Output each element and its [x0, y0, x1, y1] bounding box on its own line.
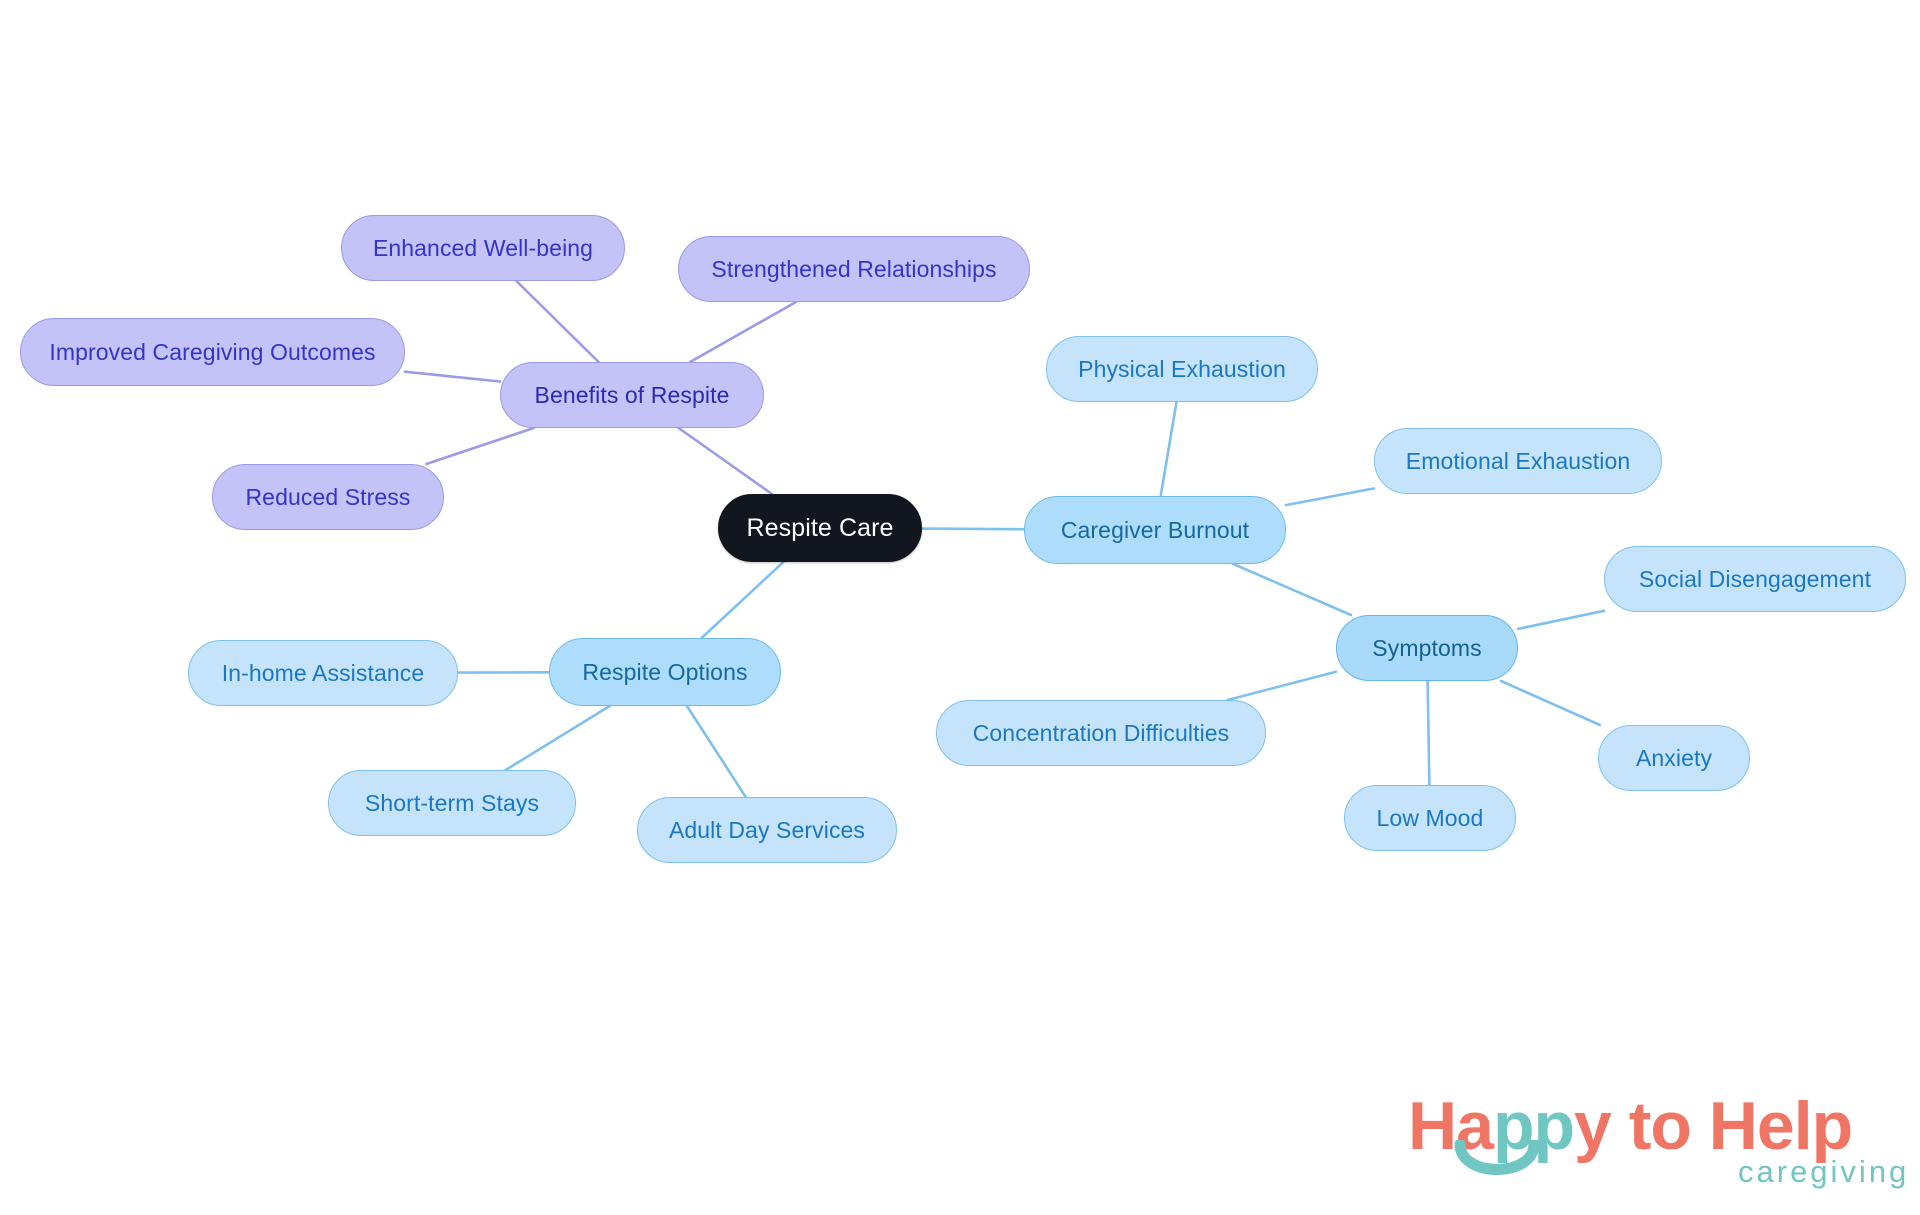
- node-social-disengagement[interactable]: Social Disengagement: [1604, 546, 1906, 612]
- logo-text-part1: Ha: [1408, 1088, 1494, 1164]
- edge-respite-care-to-benefits-of-respite: [677, 426, 774, 496]
- node-adult-day-services[interactable]: Adult Day Services: [637, 797, 897, 863]
- edge-caregiver-burnout-to-physical-exhaustion: [1159, 400, 1178, 498]
- edge-caregiver-burnout-to-symptoms: [1232, 562, 1353, 617]
- edge-symptoms-to-anxiety: [1499, 679, 1602, 727]
- edge-respite-care-to-caregiver-burnout: [920, 527, 1026, 531]
- node-label: Anxiety: [1635, 744, 1713, 771]
- node-label: Social Disengagement: [1638, 565, 1872, 592]
- brand-logo: Happy to Help caregiving: [1408, 1092, 1908, 1210]
- edge-symptoms-to-concentration-difficulties: [1226, 670, 1338, 702]
- node-physical-exhaustion[interactable]: Physical Exhaustion: [1046, 336, 1318, 402]
- logo-text-part3: y to Help: [1574, 1088, 1853, 1164]
- node-label: Symptoms: [1372, 634, 1482, 661]
- node-respite-options[interactable]: Respite Options: [549, 638, 781, 706]
- edge-respite-options-to-adult-day-services: [685, 704, 748, 799]
- node-benefits-of-respite[interactable]: Benefits of Respite: [500, 362, 764, 428]
- node-label: Caregiver Burnout: [1060, 516, 1250, 543]
- node-respite-care[interactable]: Respite Care: [718, 494, 922, 562]
- node-label: Short-term Stays: [364, 789, 540, 816]
- node-anxiety[interactable]: Anxiety: [1598, 725, 1750, 791]
- node-symptoms[interactable]: Symptoms: [1336, 615, 1518, 681]
- node-label: Benefits of Respite: [534, 381, 730, 408]
- node-label: Strengthened Relationships: [711, 255, 997, 282]
- edge-benefits-of-respite-to-reduced-stress: [425, 426, 535, 466]
- node-short-term-stays[interactable]: Short-term Stays: [328, 770, 576, 836]
- node-strengthened-relationships[interactable]: Strengthened Relationships: [678, 236, 1030, 302]
- node-label: In-home Assistance: [221, 659, 425, 686]
- node-improved-caregiving-outcomes[interactable]: Improved Caregiving Outcomes: [20, 318, 405, 386]
- node-reduced-stress[interactable]: Reduced Stress: [212, 464, 444, 530]
- node-label: Adult Day Services: [668, 816, 866, 843]
- edge-caregiver-burnout-to-emotional-exhaustion: [1284, 487, 1376, 507]
- node-label: Improved Caregiving Outcomes: [49, 338, 376, 365]
- edge-benefits-of-respite-to-enhanced-well-being: [515, 279, 600, 364]
- node-concentration-difficulties[interactable]: Concentration Difficulties: [936, 700, 1266, 766]
- edge-respite-options-to-short-term-stays: [504, 704, 612, 772]
- node-label: Enhanced Well-being: [372, 234, 594, 261]
- edge-symptoms-to-social-disengagement: [1516, 609, 1606, 631]
- node-label: Physical Exhaustion: [1078, 355, 1286, 382]
- node-low-mood[interactable]: Low Mood: [1344, 785, 1516, 851]
- edge-symptoms-to-low-mood: [1426, 679, 1431, 787]
- edge-benefits-of-respite-to-strengthened-relationships: [688, 300, 798, 364]
- logo-tagline: caregiving: [1738, 1154, 1910, 1189]
- node-label: Low Mood: [1376, 804, 1484, 831]
- node-label: Reduced Stress: [245, 483, 411, 510]
- node-enhanced-well-being[interactable]: Enhanced Well-being: [341, 215, 625, 281]
- node-label: Respite Care: [746, 513, 894, 542]
- edge-respite-care-to-respite-options: [700, 560, 785, 640]
- node-label: Respite Options: [582, 658, 748, 685]
- edge-benefits-of-respite-to-improved-caregiving-outcomes: [403, 370, 502, 383]
- node-label: Emotional Exhaustion: [1405, 447, 1631, 474]
- node-label: Concentration Difficulties: [972, 719, 1230, 746]
- node-in-home-assistance[interactable]: In-home Assistance: [188, 640, 458, 706]
- node-emotional-exhaustion[interactable]: Emotional Exhaustion: [1374, 428, 1662, 494]
- smile-icon: [1454, 1140, 1540, 1175]
- node-caregiver-burnout[interactable]: Caregiver Burnout: [1024, 496, 1286, 564]
